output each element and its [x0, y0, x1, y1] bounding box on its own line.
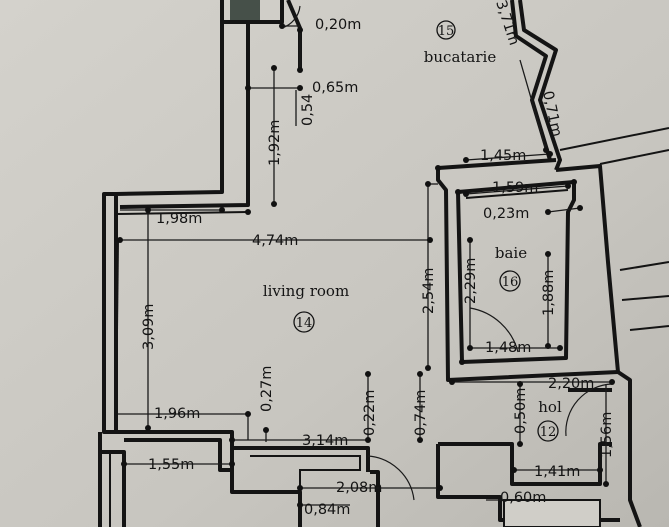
room-number-circle [499, 270, 521, 292]
room-number-circle [537, 420, 559, 442]
dim-label: 0,50m [513, 388, 529, 434]
dim-label: 2,54m [421, 268, 437, 314]
room-living-name: living room [263, 282, 349, 300]
dim-label: 2,20m [548, 376, 594, 392]
dim-label: 0,60m [500, 490, 546, 506]
dim-label: 4,74m [252, 233, 298, 249]
dim-label: 0,20m [315, 17, 361, 33]
dim-label: 1,92m [267, 120, 283, 166]
room-baie-number: 16 [502, 275, 519, 290]
dim-label: 0,65m [312, 80, 358, 96]
dim-label: 1,41m [534, 464, 580, 480]
dim-label: 1,45m [480, 148, 526, 164]
dim-label: 0,54 [300, 94, 316, 126]
room-hol-number: 12 [540, 425, 557, 440]
dim-label: 0,23m [483, 206, 529, 222]
dimension-lines [118, 25, 612, 506]
dim-label: 2,29m [463, 258, 479, 304]
dim-label: 0,74m [413, 390, 429, 436]
dim-label: 1,56m [599, 412, 615, 458]
dim-label: 1,96m [154, 406, 200, 422]
room-living-number: 14 [296, 316, 313, 331]
room-bucatarie-name: bucatarie [424, 48, 497, 66]
dim-label: 0,27m [259, 366, 275, 412]
room-labels: 15 bucatarie living room 14 baie 16 hol … [263, 20, 562, 442]
dim-label: 3,09m [141, 304, 157, 350]
dim-label: 0,22m [362, 390, 378, 436]
door-swings [281, 5, 613, 501]
dim-label: 2,08m [336, 480, 382, 496]
room-number-circle [293, 311, 315, 333]
dim-label: 1,88m [541, 270, 557, 316]
dim-label: 1,48m [485, 340, 531, 356]
dim-label: 1,55m [148, 457, 194, 473]
dim-label: 3,14m [302, 433, 348, 449]
room-hol-name: hol [538, 398, 562, 416]
room-number-circle [436, 20, 456, 40]
dim-label: 1,98m [156, 211, 202, 227]
dim-label: 1,59m [492, 180, 538, 196]
room-baie-name: baie [495, 244, 527, 262]
dimension-dots [117, 23, 615, 508]
dim-label: 0,84m [304, 502, 350, 518]
room-bucatarie-number: 15 [438, 24, 455, 39]
